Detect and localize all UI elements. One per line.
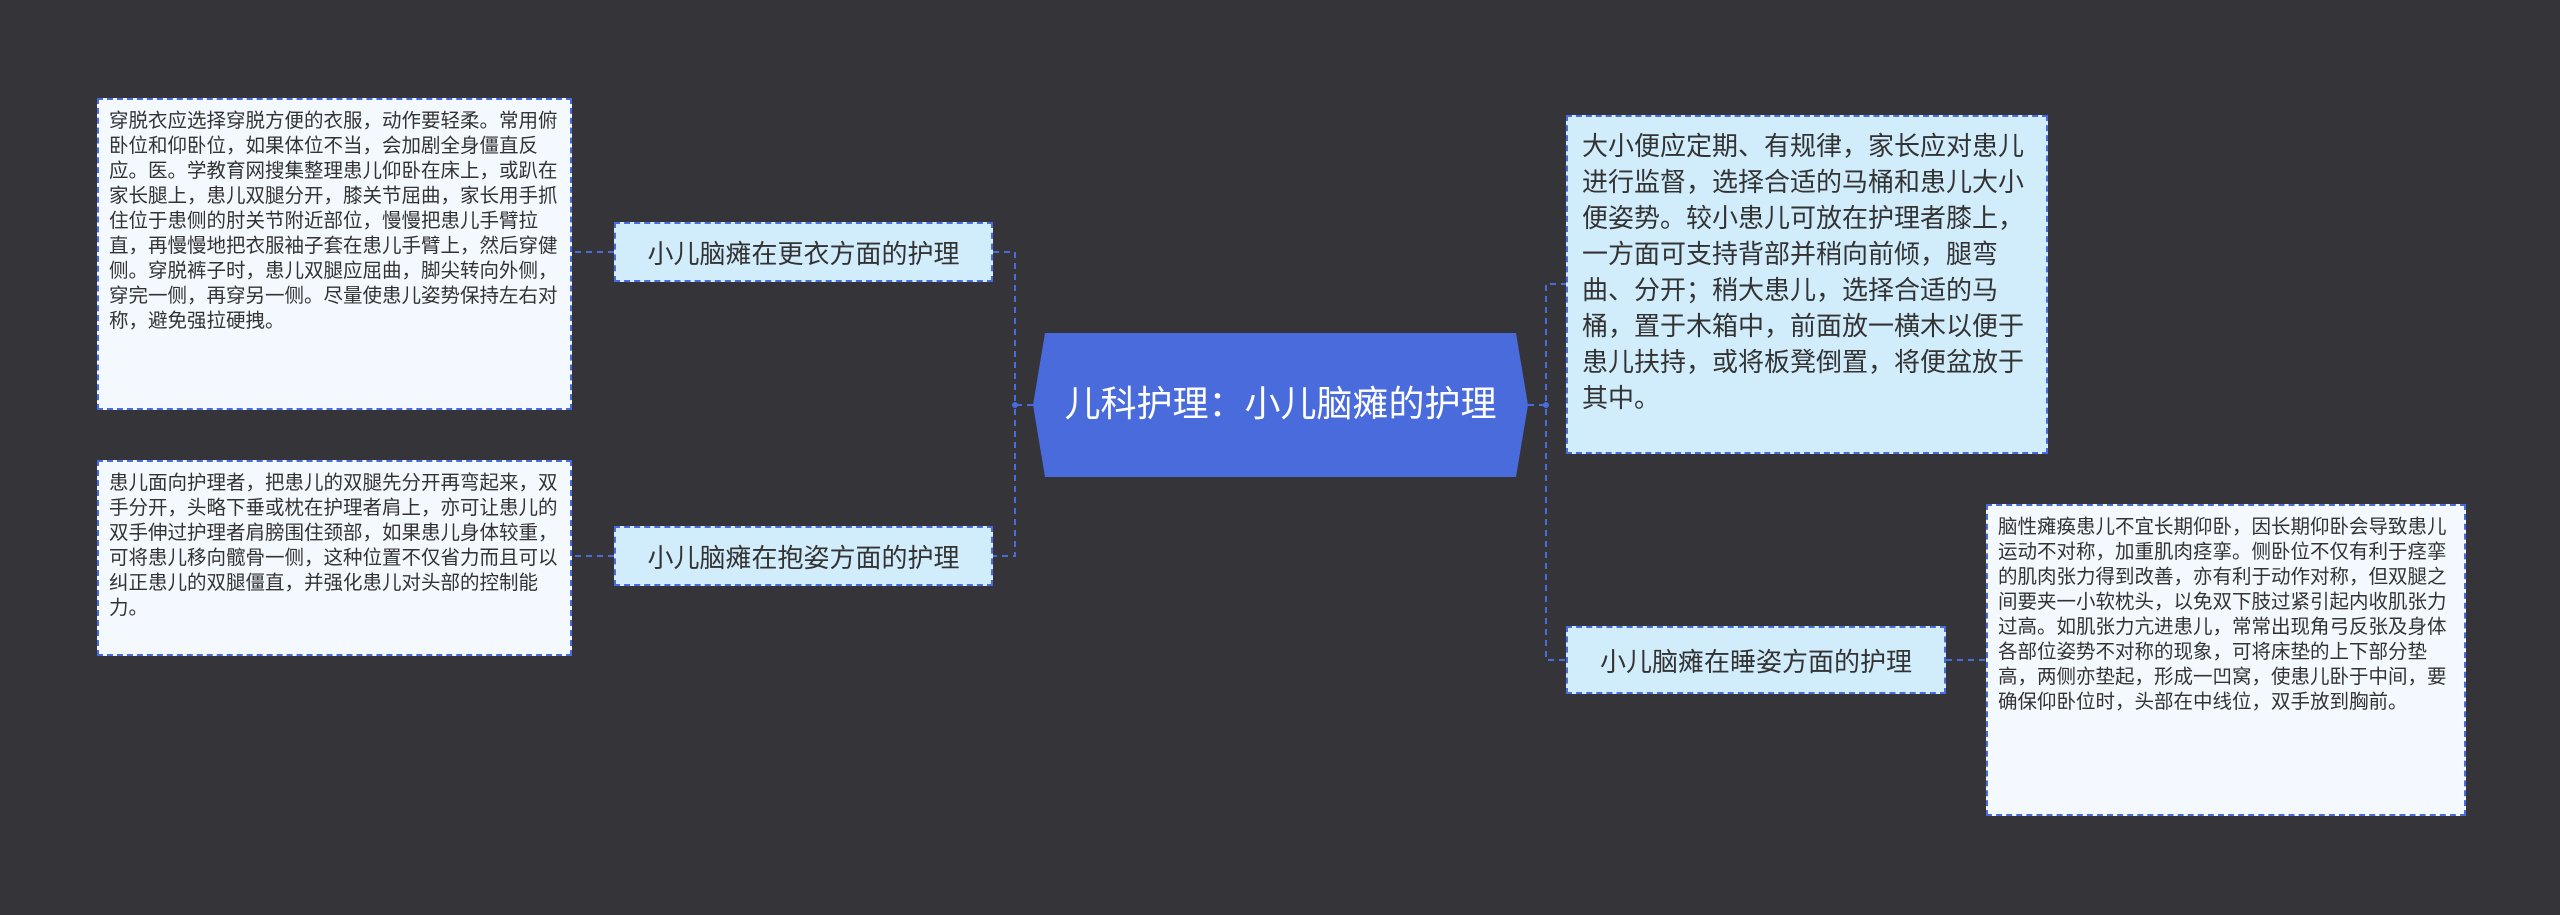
leaf-toilet-detail: 大小便应定期、有规律，家长应对患儿进行监督，选择合适的马桶和患儿大小便姿势。较小… — [1566, 115, 2048, 454]
leaf-sleeping-detail: 脑性瘫痪患儿不宜长期仰卧，因长期仰卧会导致患儿运动不对称，加重肌肉痉挛。侧卧位不… — [1986, 504, 2466, 816]
branch-holding[interactable]: 小儿脑瘫在抱姿方面的护理 — [614, 526, 993, 586]
branch-sleeping[interactable]: 小儿脑瘫在睡姿方面的护理 — [1566, 626, 1946, 694]
leaf-dressing-detail: 穿脱衣应选择穿脱方便的衣服，动作要轻柔。常用俯卧位和仰卧位，如果体位不当，会加剧… — [97, 98, 572, 410]
link-root-sleeping — [1528, 404, 1566, 661]
link-root-toilet — [1528, 283, 1566, 406]
link-root-holding — [993, 404, 1033, 557]
root-node[interactable]: 儿科护理：小儿脑瘫的护理 — [1033, 333, 1528, 477]
leaf-holding-detail: 患儿面向护理者，把患儿的双腿先分开再弯起来，双手分开，头略下垂或枕在护理者肩上，… — [97, 460, 572, 656]
branch-dressing[interactable]: 小儿脑瘫在更衣方面的护理 — [614, 222, 993, 282]
link-root-dressing — [993, 251, 1033, 406]
